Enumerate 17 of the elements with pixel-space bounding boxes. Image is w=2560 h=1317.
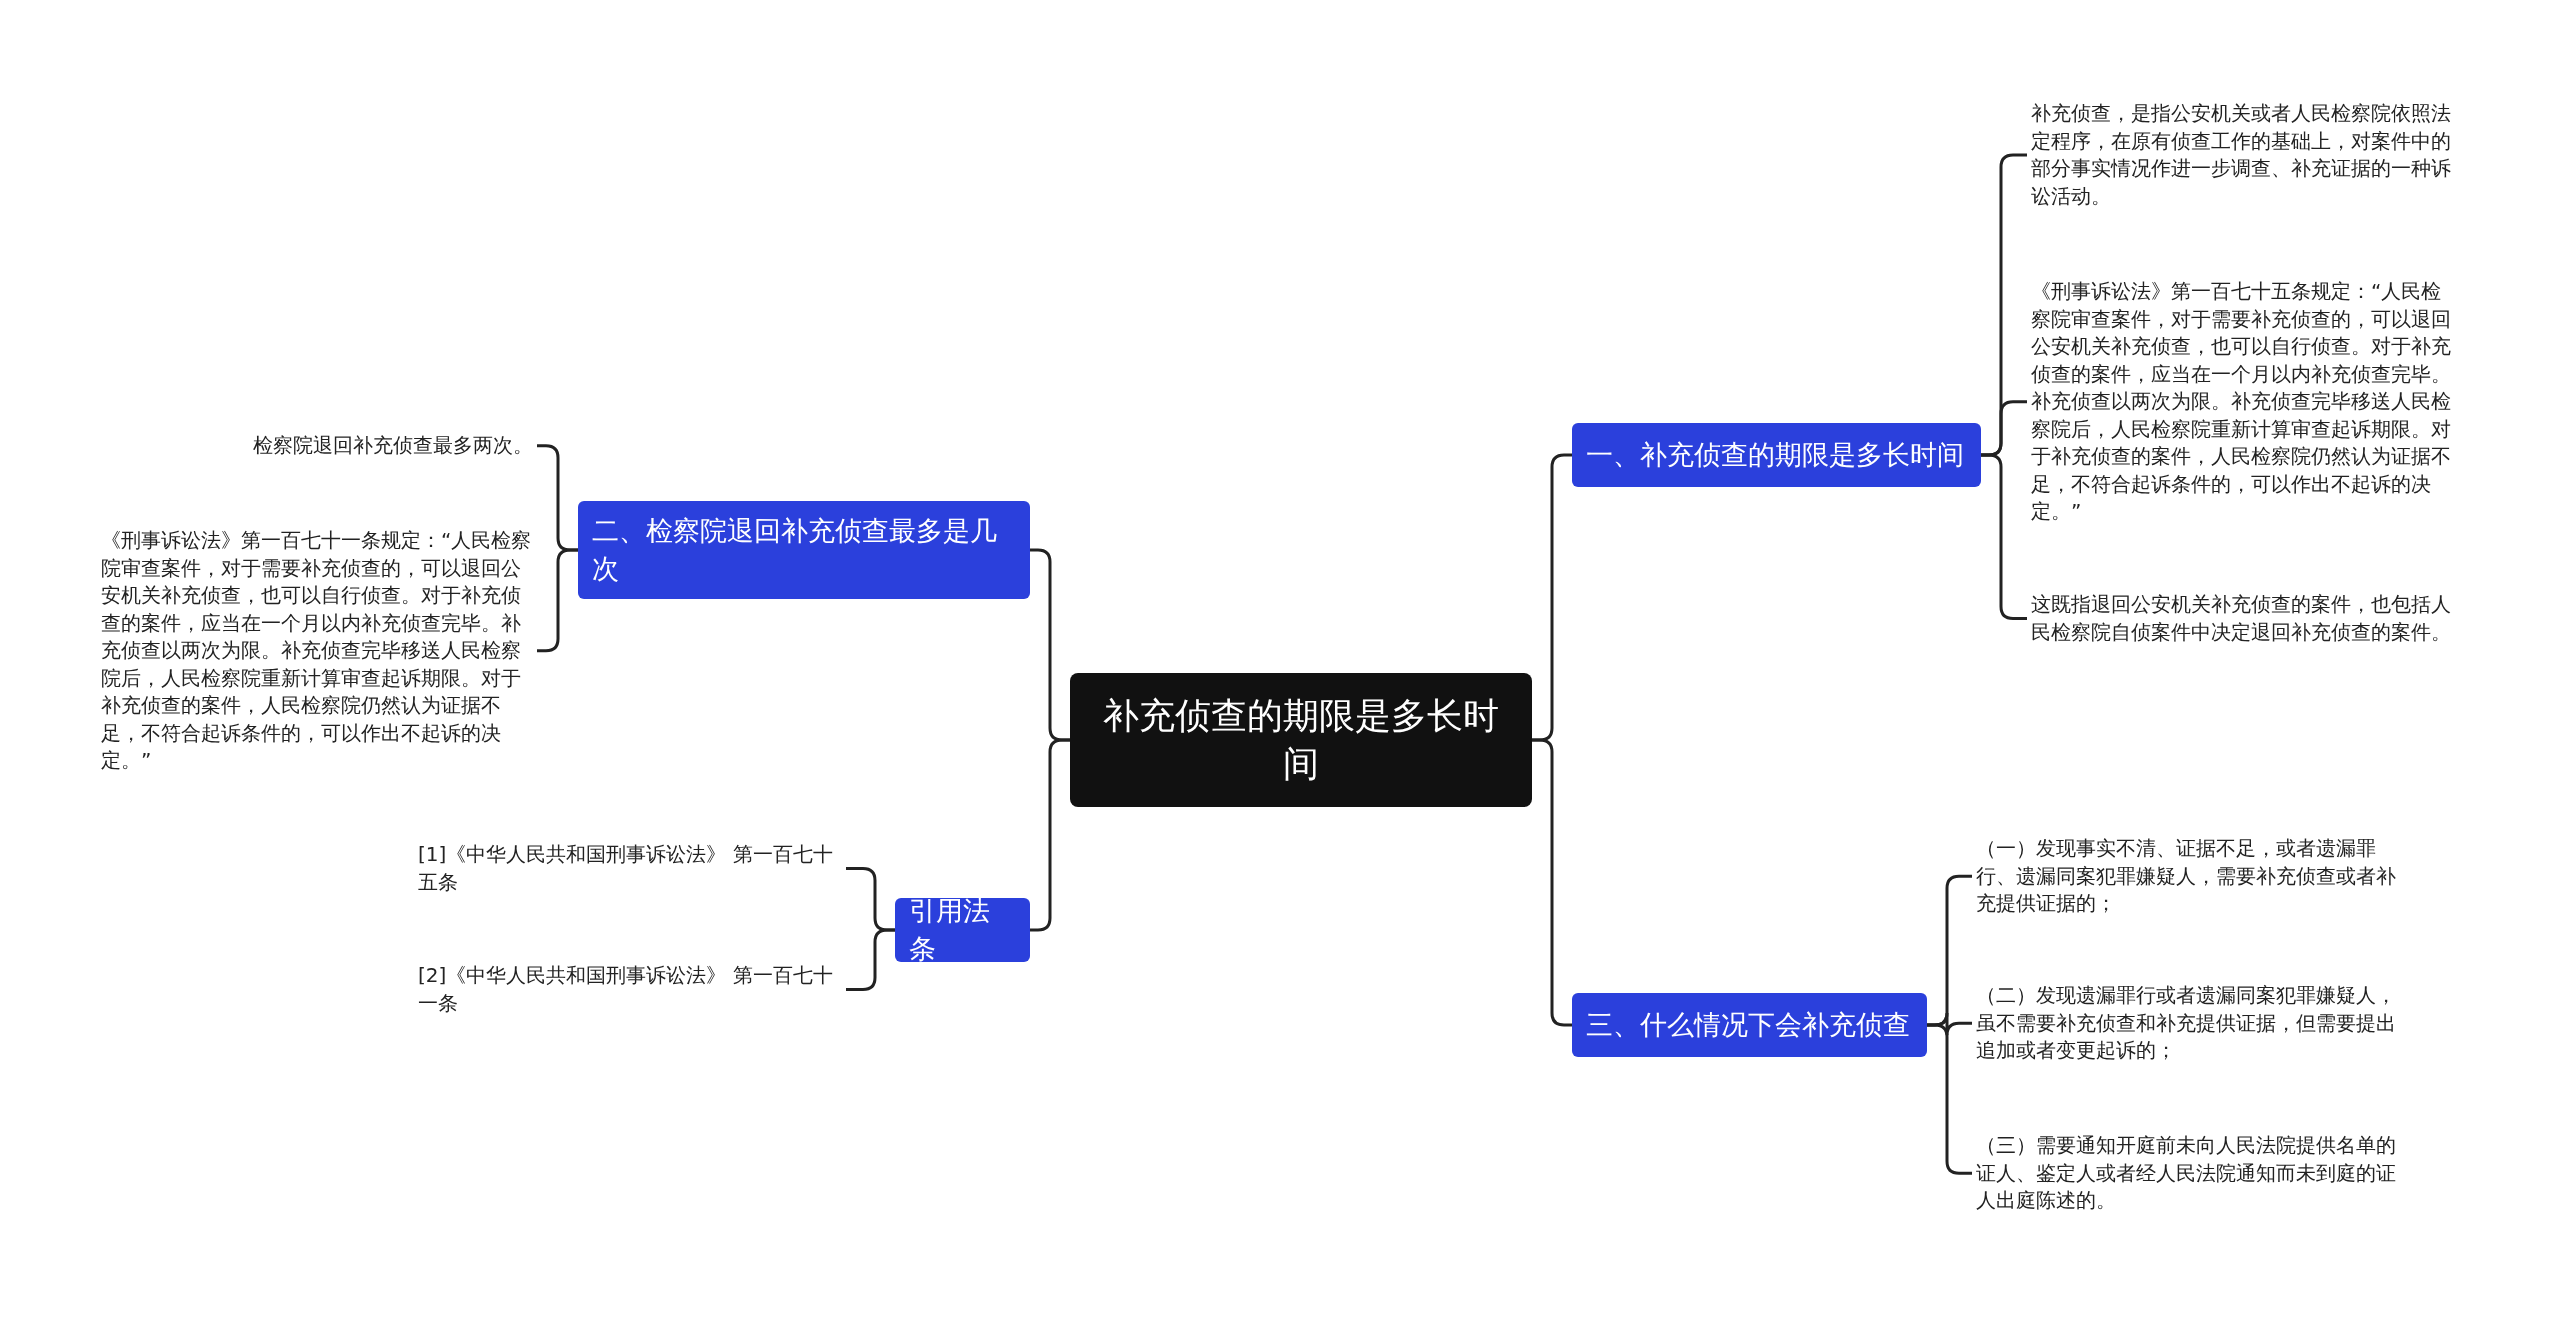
topic-box: 二、检察院退回补充侦查最多是几次 — [578, 501, 1030, 599]
topic-text: 这既指退回公安机关补充侦查的案件，也包括人民检察院自侦案件中决定退回补充侦查的案件。 — [2027, 591, 2463, 646]
topic-box: 三、什么情况下会补充侦查 — [1572, 993, 1927, 1057]
topic-box: 一、补充侦查的期限是多长时间 — [1572, 423, 1981, 487]
topic-text: 检察院退回补充侦查最多两次。 — [101, 432, 537, 460]
topic-box: 引用法条 — [895, 898, 1030, 962]
topic-text: 《刑事诉讼法》第一百七十一条规定：“人民检察院审查案件，对于需要补充侦查的，可以退回公安机关补充侦查，也可以自行侦查。对于补充侦查的案件，应当在一个月以内补充侦查完毕。补充侦查以两次为限。补充侦查完毕移送人民检察院后，人民检察院重新计算审查起诉期限。对于补充侦查的案件，人民检察院仍然认为证据不足，不符合起诉条件的，可以作出不起诉的决定。” — [97, 527, 537, 775]
topic-text: [2]《中华人民共和国刑事诉讼法》 第一百七十一条 — [414, 962, 846, 1017]
topic-text: （一）发现事实不清、证据不足，或者遗漏罪行、遗漏同案犯罪嫌疑人，需要补充侦查或者补充提供证据的； — [1972, 835, 2412, 918]
topic-text: （二）发现遗漏罪行或者遗漏同案犯罪嫌疑人，虽不需要补充侦查和补充提供证据，但需要提出追加或者变更起诉的； — [1972, 982, 2412, 1065]
connector-line — [1030, 738, 1070, 932]
topic-text: （三）需要通知开庭前未向人民法院提供名单的证人、鉴定人或者经人民法院通知而未到庭的证人出庭陈述的。 — [1972, 1132, 2412, 1215]
topic-text: 补充侦查，是指公安机关或者人民检察院依照法定程序，在原有侦查工作的基础上，对案件中的部分事实情况作进一步调查、补充证据的一种诉讼活动。 — [2027, 100, 2463, 210]
connector-line — [1532, 738, 1572, 1027]
central-topic-box: 补充侦查的期限是多长时间 — [1070, 673, 1532, 807]
topic-text: 《刑事诉讼法》第一百七十五条规定：“人民检察院审查案件，对于需要补充侦查的，可以退回公安机关补充侦查，也可以自行侦查。对于补充侦查的案件，应当在一个月以内补充侦查完毕。补充侦查以两次为限。补充侦查完毕移送人民检察院后，人民检察院重新计算审查起诉期限。对于补充侦查的案件，人民检察院仍然认为证据不足，不符合起诉条件的，可以作出不起诉的决定。” — [2027, 278, 2463, 526]
topic-text: [1]《中华人民共和国刑事诉讼法》 第一百七十五条 — [414, 841, 846, 896]
